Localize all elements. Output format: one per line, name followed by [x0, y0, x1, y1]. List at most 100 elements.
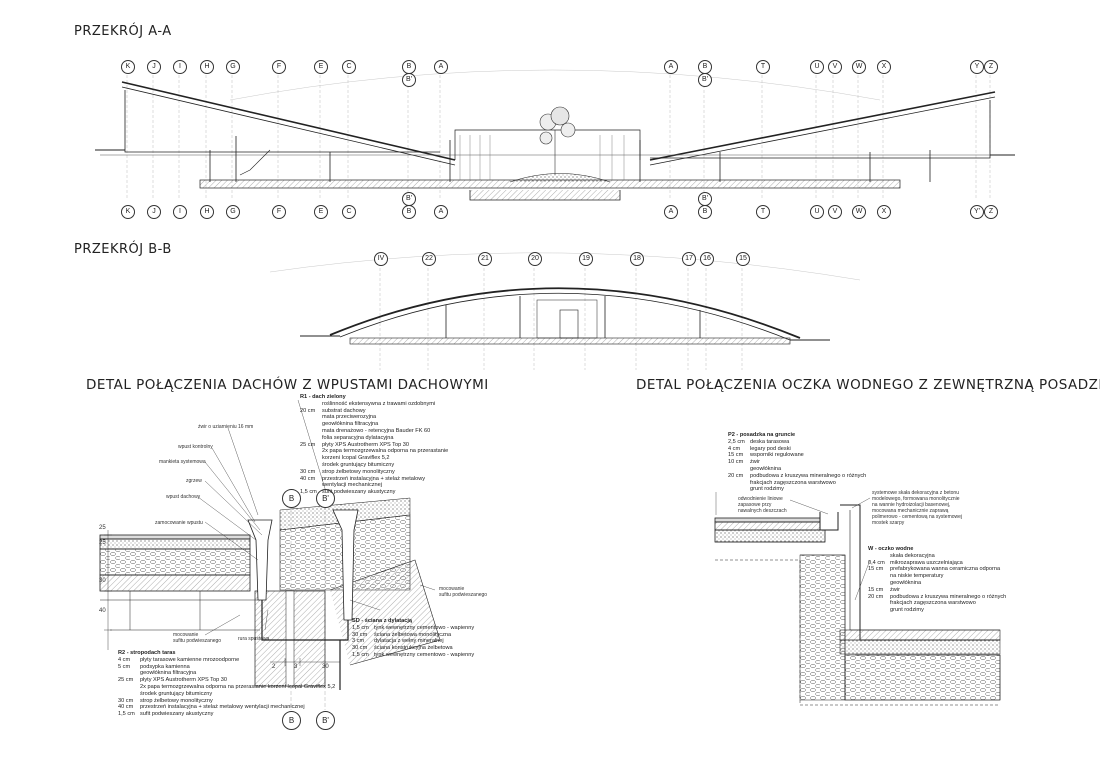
- r1-layer-list: R1 - dach zielony roślinność ekstensywna…: [300, 394, 448, 496]
- section-aa-title: PRZEKRÓJ A-A: [74, 24, 172, 39]
- axis-bubble: A: [664, 205, 678, 219]
- axis-bubble: X: [877, 205, 891, 219]
- label-line: sufitu podwieszanego: [173, 638, 222, 644]
- layer-thickness: [868, 573, 890, 580]
- detail-axis-b-top: B: [282, 489, 301, 508]
- axis-bubble: W: [852, 205, 866, 219]
- layer-desc: środek gruntujący bitumiczny: [322, 461, 395, 468]
- axis-bubble: A: [434, 60, 448, 74]
- axis-bubble: 17: [682, 252, 696, 266]
- layer-row: folia separacyjna dylatacyjna: [300, 435, 448, 442]
- axis-bubble: V: [828, 205, 842, 219]
- layer-row: frakcjach zagęszczona warstwowo: [868, 600, 1006, 607]
- dim-label: 2: [272, 664, 276, 670]
- axis-bubble: IV: [374, 252, 388, 266]
- p2-header: P2 - posadzka na gruncie: [728, 432, 796, 438]
- axis-bubble: G: [226, 60, 240, 74]
- axis-bubble: T: [756, 205, 770, 219]
- label-line: polimerowo - cementową na systemowej: [872, 514, 963, 520]
- layer-thickness: 1,5 cm: [352, 651, 369, 658]
- axis-bubble: F: [272, 205, 286, 219]
- layer-desc: geowłóknina: [750, 465, 782, 472]
- layer-desc: geowłóknina filtracyjna: [322, 421, 379, 428]
- axis-bubble: K: [121, 205, 135, 219]
- roof-detail-drawing: [99, 399, 441, 710]
- label-line: mostek szarpy: [872, 520, 905, 526]
- label-line: odwodnienie liniowe: [738, 496, 783, 502]
- axis-bubble: H: [200, 60, 214, 74]
- layer-desc: geowłóknina: [890, 579, 922, 586]
- label-line: mocowanie: [439, 586, 465, 592]
- dim-label: 3: [294, 664, 298, 670]
- layer-thickness: 15 cm: [868, 566, 884, 573]
- section-aa-drawing: [95, 69, 1015, 201]
- layer-row: wentylacji mechanicznej: [300, 482, 448, 489]
- label-line: zapasowe przy: [738, 502, 772, 508]
- layer-row: geowłóknina filtracyjna: [118, 670, 335, 677]
- layer-thickness: 15 cm: [728, 452, 744, 459]
- axis-bubble: 19: [579, 252, 593, 266]
- layer-thickness: 20 cm: [868, 593, 884, 600]
- label-line: mocowanie: [173, 632, 199, 638]
- layer-thickness: 30 cm: [352, 645, 368, 652]
- layer-thickness: 15 cm: [868, 586, 884, 593]
- label-downpipe: rura spustowa: [238, 636, 270, 642]
- label-ceiling-mount-left: mocowanie sufitu podwieszanego: [173, 632, 221, 644]
- axis-bubble: C: [342, 60, 356, 74]
- axis-bubble: 22: [422, 252, 436, 266]
- layer-thickness: 30 cm: [300, 468, 316, 475]
- axis-bubble: B: [402, 205, 416, 219]
- detail-axis-b-bottom: B: [282, 711, 301, 730]
- axis-bubble: F: [272, 60, 286, 74]
- layer-thickness: [300, 435, 322, 442]
- layer-desc: 2x papa termozgrzewalna odporna na przer…: [140, 683, 336, 690]
- axis-bubble: Z: [984, 205, 998, 219]
- layer-thickness: [868, 553, 890, 560]
- layer-desc: legary pod deski: [750, 445, 791, 452]
- layer-row: na niskie temperatury: [868, 573, 1006, 580]
- layer-thickness: 1,5 cm: [300, 489, 317, 496]
- layer-row: 2x papa termozgrzewalna odporna na przer…: [118, 684, 335, 691]
- axis-bubble: 21: [478, 252, 492, 266]
- layer-thickness: [300, 414, 322, 421]
- layer-desc: 2x papa termozgrzewalna odporna na przer…: [322, 448, 449, 455]
- layer-thickness: 25 cm: [300, 441, 316, 448]
- layer-thickness: [300, 421, 322, 428]
- label-control-drain: wpust kontrolny: [178, 444, 213, 450]
- axis-bubble: Y: [970, 60, 984, 74]
- layer-desc: dylatacja z wełny mineralnej: [374, 638, 444, 645]
- layer-desc: grunt rodzimy: [890, 607, 924, 614]
- layer-thickness: [868, 600, 890, 607]
- axis-bubble: 20: [528, 252, 542, 266]
- layer-thickness: [868, 607, 890, 614]
- layer-thickness: [300, 401, 322, 408]
- w-header: W - oczko wodne: [868, 546, 914, 552]
- layer-desc: korzeni Icopal Graviflex 5,2: [322, 455, 390, 462]
- layer-desc: płyty XPS Austrotherm XPS Top 30: [322, 441, 409, 448]
- section-bb-drawing: [269, 252, 861, 370]
- label-decorative-rock: systemowe skała dekoracyjna z betonu mod…: [872, 490, 962, 526]
- axis-bubble: I: [173, 205, 187, 219]
- layer-thickness: 1,5 cm: [352, 624, 369, 631]
- layer-row: środek gruntujący bitumiczny: [300, 462, 448, 469]
- layer-desc: sufit podwieszany akustyczny: [322, 489, 396, 496]
- label-line: nawalnych deszczach: [738, 508, 787, 514]
- layer-row: geowłóknina: [728, 466, 866, 473]
- axis-bubble: X: [877, 60, 891, 74]
- layer-thickness: 4 cm: [118, 656, 131, 663]
- layer-thickness: 5 cm: [118, 663, 131, 670]
- layer-thickness: [300, 455, 322, 462]
- tree-icon: [539, 106, 576, 175]
- layer-desc: roślinność ekstensywna z trawami ozdobny…: [322, 400, 436, 407]
- layer-thickness: 1,5 cm: [118, 711, 135, 718]
- layer-thickness: 0,4 cm: [868, 559, 885, 566]
- layer-desc: skała dekoracyjna: [890, 552, 935, 559]
- layer-desc: środek gruntujący bitumiczny: [140, 690, 213, 697]
